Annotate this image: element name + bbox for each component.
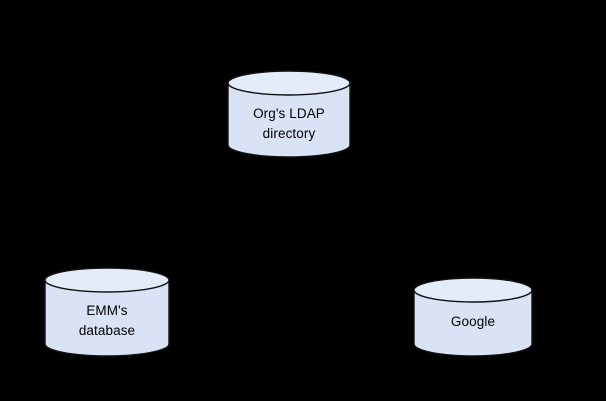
node-google[interactable]: Google bbox=[413, 277, 533, 357]
cylinder-shape-icon bbox=[227, 70, 351, 158]
node-ldap-directory[interactable]: Org's LDAP directory bbox=[227, 70, 351, 158]
node-emm-database[interactable]: EMM's database bbox=[44, 267, 170, 357]
cylinder-shape-icon bbox=[44, 267, 170, 357]
cylinder-shape-icon bbox=[413, 277, 533, 357]
